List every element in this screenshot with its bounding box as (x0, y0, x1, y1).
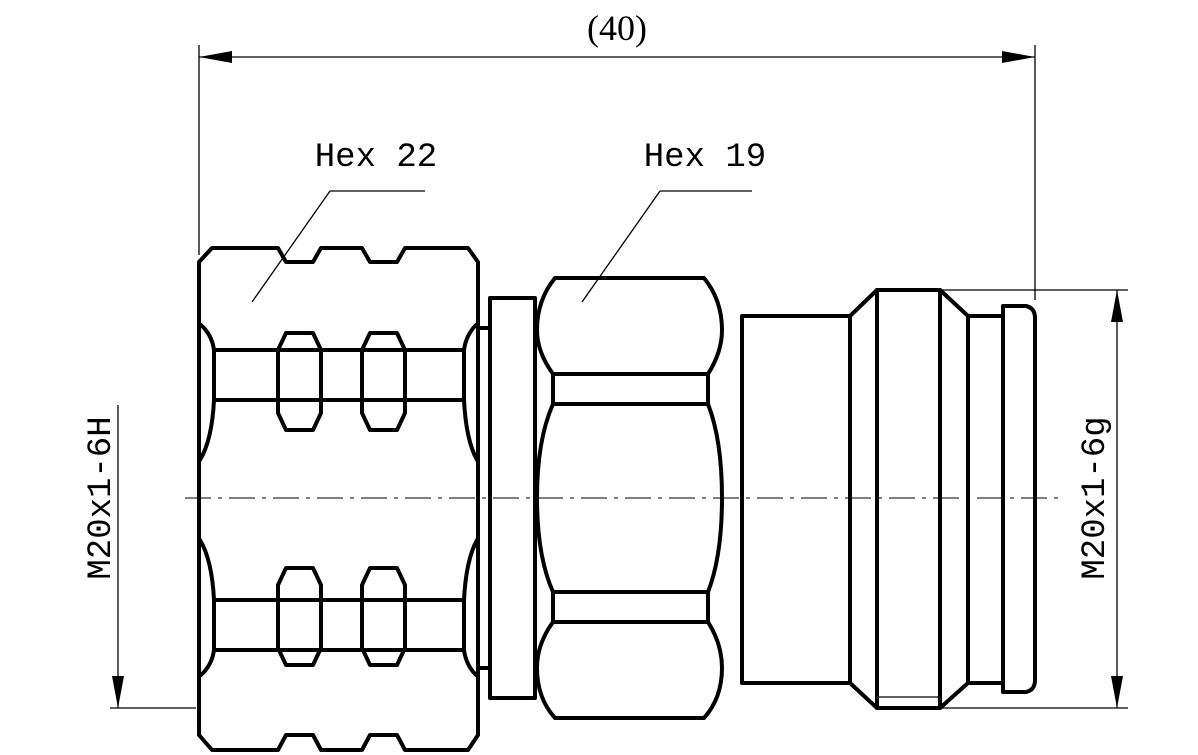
thread-dimension-left: M20x1-6H (83, 405, 196, 709)
knurl-ridge-lower-2 (360, 566, 407, 667)
hex-nut-left-facet-mid (198, 398, 216, 462)
knurl-band-lower (212, 598, 466, 652)
hex-nut-left-facet-upper-r (462, 323, 478, 352)
arrowhead-thread-left (112, 676, 124, 708)
thread-tip (1001, 304, 1037, 694)
knurl-ridge-upper-1 (276, 331, 323, 432)
callout-hex-right-leader (581, 190, 661, 303)
hex-body-right (535, 276, 724, 720)
knurl-ridge-lower-1 (276, 566, 323, 667)
arrowhead-right (1002, 51, 1035, 63)
hex-nut-left-facet-bottom (199, 648, 216, 677)
thread-left-label: M20x1-6H (83, 416, 121, 579)
thread-relief (966, 314, 1005, 685)
hex-nut-left-outline (197, 246, 480, 752)
knurl-ridge-upper-2 (360, 331, 407, 432)
arrowhead-left (199, 51, 232, 63)
overall-length-label: (40) (587, 8, 647, 48)
male-thread-section (848, 288, 1037, 710)
callout-hex-right: Hex 19 (581, 139, 766, 303)
hex-nut-left-facet-low-r (462, 538, 479, 602)
callout-hex-left-label: Hex 22 (315, 139, 437, 177)
overall-length-dimension: (40) (198, 8, 1036, 300)
neck-body (740, 314, 852, 685)
arrowhead-thread-right-bottom (1111, 676, 1123, 708)
hex-nut-left-facet-mid-r (462, 398, 479, 462)
thread-outline (848, 288, 970, 710)
callout-hex-left-leader (251, 190, 331, 303)
hex-nut-left-facet-low (198, 538, 216, 602)
hex-nut-left-facet-upper (199, 323, 216, 352)
arrowhead-thread-right-top (1111, 290, 1123, 322)
hex-nut-left (197, 246, 480, 752)
knurl-band-upper (212, 348, 466, 402)
thread-dimension-right: M20x1-6g (942, 289, 1128, 709)
hex-nut-left-facet-bottom-r (462, 648, 478, 677)
thread-right-label: M20x1-6g (1077, 416, 1115, 579)
callout-hex-left: Hex 22 (251, 139, 437, 303)
callout-hex-right-label: Hex 19 (644, 139, 766, 177)
